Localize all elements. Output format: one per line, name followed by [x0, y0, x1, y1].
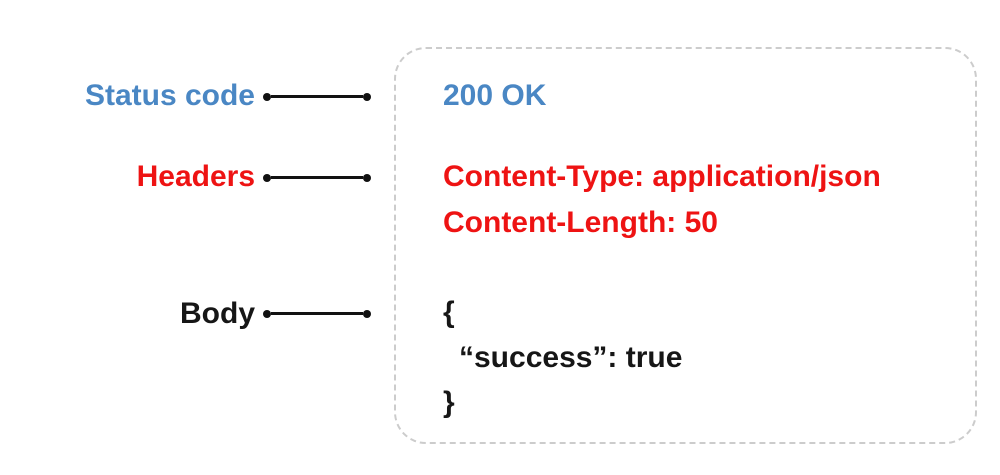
connector-dot-left	[263, 173, 271, 182]
connector-line-body	[263, 309, 371, 318]
connector-line	[271, 312, 363, 315]
connector-dot-left	[263, 309, 271, 318]
connector-dot-right	[363, 173, 371, 182]
connector-line	[271, 95, 363, 98]
response-dashed-box	[394, 47, 977, 444]
response-header-content-type: Content-Type: application/json	[443, 160, 881, 193]
connector-dot-right	[363, 309, 371, 318]
response-body-close-brace: }	[443, 386, 455, 419]
connector-dot-left	[263, 92, 271, 101]
label-body: Body	[180, 297, 255, 330]
label-headers: Headers	[136, 160, 255, 193]
response-status-line: 200 OK	[443, 79, 547, 112]
connector-line	[271, 176, 363, 179]
response-body-open-brace: {	[443, 296, 455, 329]
connector-line-status	[263, 92, 371, 101]
label-status-code: Status code	[84, 79, 255, 112]
response-body-json-field: “success”: true	[459, 341, 683, 374]
connector-dot-right	[363, 92, 371, 101]
response-header-content-length: Content-Length: 50	[443, 206, 718, 239]
connector-line-headers	[263, 173, 371, 182]
